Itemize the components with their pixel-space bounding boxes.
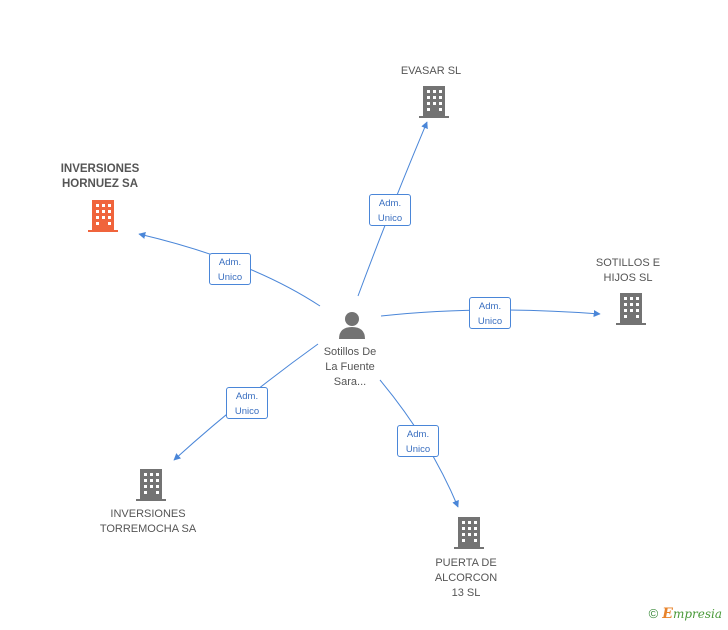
center-name-line: Sotillos De	[323, 346, 377, 358]
brand-logo: Empresia	[662, 606, 722, 622]
company-label-torremocha[interactable]: INVERSIONES TORREMOCHA SA	[88, 507, 208, 537]
role-line: Adm.	[406, 429, 430, 440]
person-icon[interactable]	[339, 312, 365, 339]
copyright-symbol: ©	[648, 606, 659, 621]
building-icon[interactable]	[136, 469, 166, 501]
company-name-line: EVASAR SL	[400, 65, 462, 77]
company-label-sotillos[interactable]: SOTILLOS E HIJOS SL	[568, 256, 688, 286]
company-name-line: 13 SL	[451, 587, 481, 599]
building-icon[interactable]	[454, 517, 484, 549]
center-name-line: La Fuente	[325, 361, 375, 373]
role-line: Unico	[234, 406, 260, 417]
role-badge-puerta[interactable]: Adm. Unico	[397, 425, 439, 457]
center-person-label[interactable]: Sotillos De La Fuente Sara...	[290, 345, 410, 390]
company-name-line: SOTILLOS E	[595, 257, 661, 269]
building-icon[interactable]	[616, 293, 646, 325]
company-name-line: ALCORCON	[434, 572, 498, 584]
company-name-line: HORNUEZ SA	[61, 178, 139, 190]
role-line: Unico	[217, 272, 243, 283]
footer-brand: ©Empresia	[649, 606, 722, 622]
center-name-line: Sara...	[333, 376, 367, 388]
company-name-line: INVERSIONES	[60, 163, 140, 175]
company-label-puerta[interactable]: PUERTA DE ALCORCON 13 SL	[406, 556, 526, 601]
role-badge-sotillos[interactable]: Adm. Unico	[469, 297, 511, 329]
company-name-line: PUERTA DE	[435, 557, 497, 569]
role-line: Adm.	[218, 257, 242, 268]
company-name-line: INVERSIONES	[110, 508, 186, 520]
role-line: Adm.	[235, 391, 259, 402]
brand-name: mpresia	[672, 607, 722, 621]
company-label-evasar[interactable]: EVASAR SL	[371, 64, 491, 79]
role-badge-torremocha[interactable]: Adm. Unico	[226, 387, 268, 419]
company-label-hornuez[interactable]: INVERSIONES HORNUEZ SA	[40, 162, 160, 192]
role-line: Unico	[405, 444, 431, 455]
role-line: Adm.	[378, 198, 402, 209]
brand-initial: E	[662, 606, 673, 622]
building-icon-highlight[interactable]	[88, 200, 118, 232]
company-name-line: TORREMOCHA SA	[99, 523, 197, 535]
building-icon[interactable]	[419, 86, 449, 118]
role-line: Adm.	[478, 301, 502, 312]
role-badge-evasar[interactable]: Adm. Unico	[369, 194, 411, 226]
role-badge-hornuez[interactable]: Adm. Unico	[209, 253, 251, 285]
role-line: Unico	[377, 213, 403, 224]
role-line: Unico	[477, 316, 503, 327]
company-name-line: HIJOS SL	[603, 272, 653, 284]
